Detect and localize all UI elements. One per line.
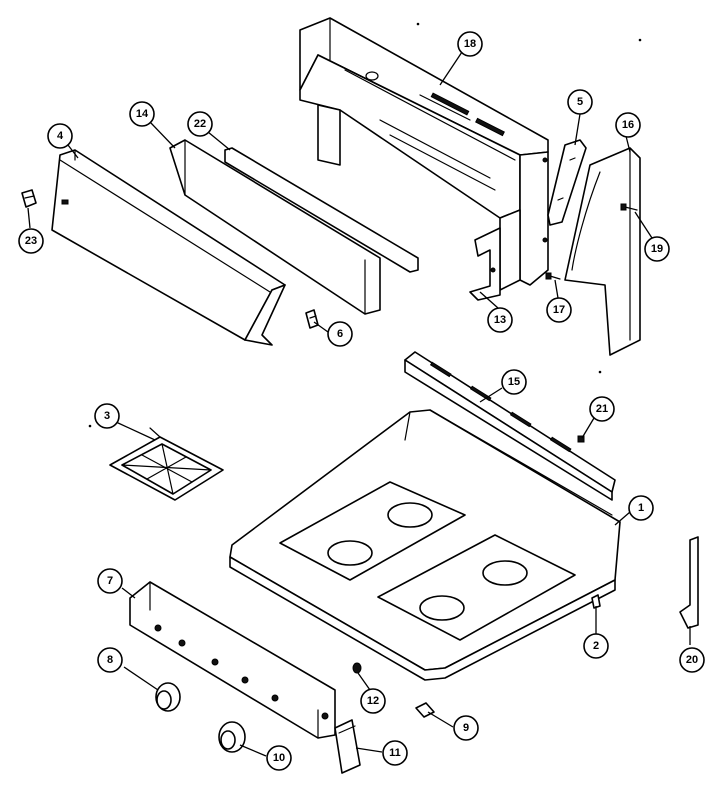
callout-16: 16 (615, 112, 641, 138)
callout-22-label: 22 (194, 118, 206, 130)
part-control-panel (51, 149, 286, 346)
part-switch (21, 189, 37, 208)
callout-5-label: 5 (577, 96, 583, 108)
part-screw-21 (577, 435, 585, 443)
callout-20: 20 (679, 647, 705, 673)
callout-1-label: 1 (638, 502, 644, 514)
callout-13: 13 (487, 307, 513, 333)
leader-lines (27, 51, 691, 757)
leader-10 (239, 744, 267, 757)
part-manifold-panel (129, 581, 336, 739)
callout-3-label: 3 (104, 410, 110, 422)
part-cooktop (229, 409, 621, 681)
callout-13-label: 13 (494, 314, 506, 326)
callout-18-label: 18 (464, 38, 476, 50)
callout-10-label: 10 (273, 752, 285, 764)
callout-23: 23 (18, 228, 44, 254)
callout-12: 12 (360, 688, 386, 714)
leader-9 (427, 711, 454, 728)
part-screw-19 (620, 203, 638, 211)
callout-9-label: 9 (463, 722, 469, 734)
callout-22: 22 (187, 111, 213, 137)
part-junction-box (334, 719, 361, 774)
part-burner-grate (109, 427, 224, 501)
part-spacer (415, 702, 435, 718)
part-trim-strip (547, 139, 587, 226)
callout-4: 4 (47, 123, 73, 149)
leader-11 (355, 747, 383, 753)
leader-22 (207, 131, 231, 151)
part-knob-10 (218, 721, 246, 753)
part-screw-17 (545, 272, 561, 280)
leader-4 (67, 144, 79, 159)
callout-21-label: 21 (596, 403, 608, 415)
leader-19 (634, 211, 653, 239)
callout-19: 19 (644, 236, 670, 262)
part-clip (305, 309, 319, 329)
leader-18 (439, 51, 463, 86)
callout-11: 11 (382, 740, 408, 766)
callout-7-label: 7 (107, 575, 113, 587)
callout-12-label: 12 (367, 695, 379, 707)
leader-17 (554, 279, 559, 299)
callout-3: 3 (94, 403, 120, 429)
callout-2-label: 2 (593, 640, 599, 652)
callout-2: 2 (583, 633, 609, 659)
callout-8-label: 8 (107, 654, 113, 666)
callout-8: 8 (97, 647, 123, 673)
part-heat-shield (224, 147, 419, 273)
callout-6: 6 (327, 321, 353, 347)
scan-marks (88, 22, 642, 428)
callout-4-label: 4 (57, 130, 64, 142)
callout-14: 14 (129, 101, 155, 127)
callout-15-label: 15 (508, 376, 520, 388)
callout-23-label: 23 (25, 235, 37, 247)
part-backguard-frame (299, 17, 549, 291)
part-side-trim (679, 536, 699, 629)
leader-7 (121, 587, 136, 599)
leader-8 (123, 666, 159, 691)
callout-5: 5 (567, 89, 593, 115)
callout-17: 17 (546, 297, 572, 323)
leader-3 (115, 421, 156, 441)
callout-14-label: 14 (136, 108, 149, 120)
callout-7: 7 (97, 568, 123, 594)
leader-16 (625, 135, 631, 153)
part-knob-8 (155, 682, 181, 712)
leader-1 (614, 511, 631, 526)
leader-14 (149, 121, 176, 149)
callout-1: 1 (628, 495, 654, 521)
part-panel-back (169, 139, 381, 315)
callout-17-label: 17 (553, 304, 565, 316)
callout-15: 15 (501, 369, 527, 395)
part-end-cap (564, 147, 641, 356)
leader-15 (479, 387, 503, 403)
part-nut (352, 662, 362, 674)
leader-21 (581, 417, 595, 439)
leader-12 (357, 672, 371, 691)
callout-20-label: 20 (686, 654, 698, 666)
leader-13 (479, 291, 499, 309)
callout-19-label: 19 (651, 243, 663, 255)
leader-23 (27, 207, 31, 229)
callout-9: 9 (453, 715, 479, 741)
callout-18: 18 (457, 31, 483, 57)
callout-6-label: 6 (337, 328, 343, 340)
callout-10: 10 (266, 745, 292, 771)
part-vent-trim (404, 351, 616, 501)
part-fastener (591, 594, 601, 609)
leader-6 (313, 321, 329, 333)
callout-21: 21 (589, 396, 615, 422)
callout-16-label: 16 (622, 119, 634, 131)
leader-5 (574, 113, 581, 146)
callout-11-label: 11 (389, 747, 401, 759)
part-side-bracket (469, 227, 501, 301)
